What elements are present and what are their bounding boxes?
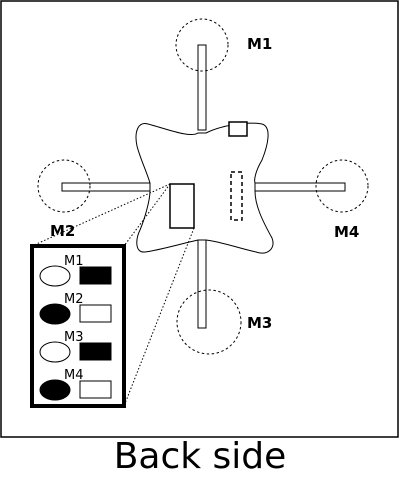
legend-rect-m4	[79, 380, 112, 399]
arm-m4	[254, 182, 346, 192]
zoom-line-top-left	[31, 183, 171, 247]
figure-frame	[0, 0, 399, 438]
motor-m4-circle	[315, 159, 369, 213]
legend-rect-m1	[79, 266, 112, 285]
motor-m2-circle	[37, 159, 91, 213]
zoom-line-top	[123, 183, 171, 247]
motor-label-m2: M2	[50, 222, 75, 240]
led-board	[169, 183, 195, 229]
motor-m3-circle	[176, 289, 242, 355]
legend-label-m4: M4	[64, 368, 84, 383]
legend-ellipse-m3	[39, 341, 71, 363]
legend-label-m2: M2	[64, 292, 84, 307]
legend-label-m1: M1	[64, 254, 84, 269]
legend-label-m3: M3	[64, 330, 84, 345]
legend-ellipse-m2	[39, 303, 71, 325]
dashed-component	[230, 171, 243, 221]
zoom-line-bottom	[123, 227, 195, 407]
motor-label-m4: M4	[334, 223, 359, 241]
legend-ellipse-m4	[39, 379, 71, 401]
motor-m1-circle	[175, 18, 229, 72]
arm-m2	[61, 182, 151, 192]
legend-rect-m3	[79, 342, 112, 361]
legend-rect-m2	[79, 304, 112, 323]
motor-label-m1: M1	[247, 35, 272, 53]
arm-m3	[197, 239, 207, 329]
central-body	[135, 122, 274, 254]
arm-m1	[197, 44, 207, 131]
motor-label-m3: M3	[247, 314, 272, 332]
small-component	[228, 121, 248, 137]
legend-ellipse-m1	[39, 265, 71, 287]
caption: Back side	[114, 436, 287, 477]
